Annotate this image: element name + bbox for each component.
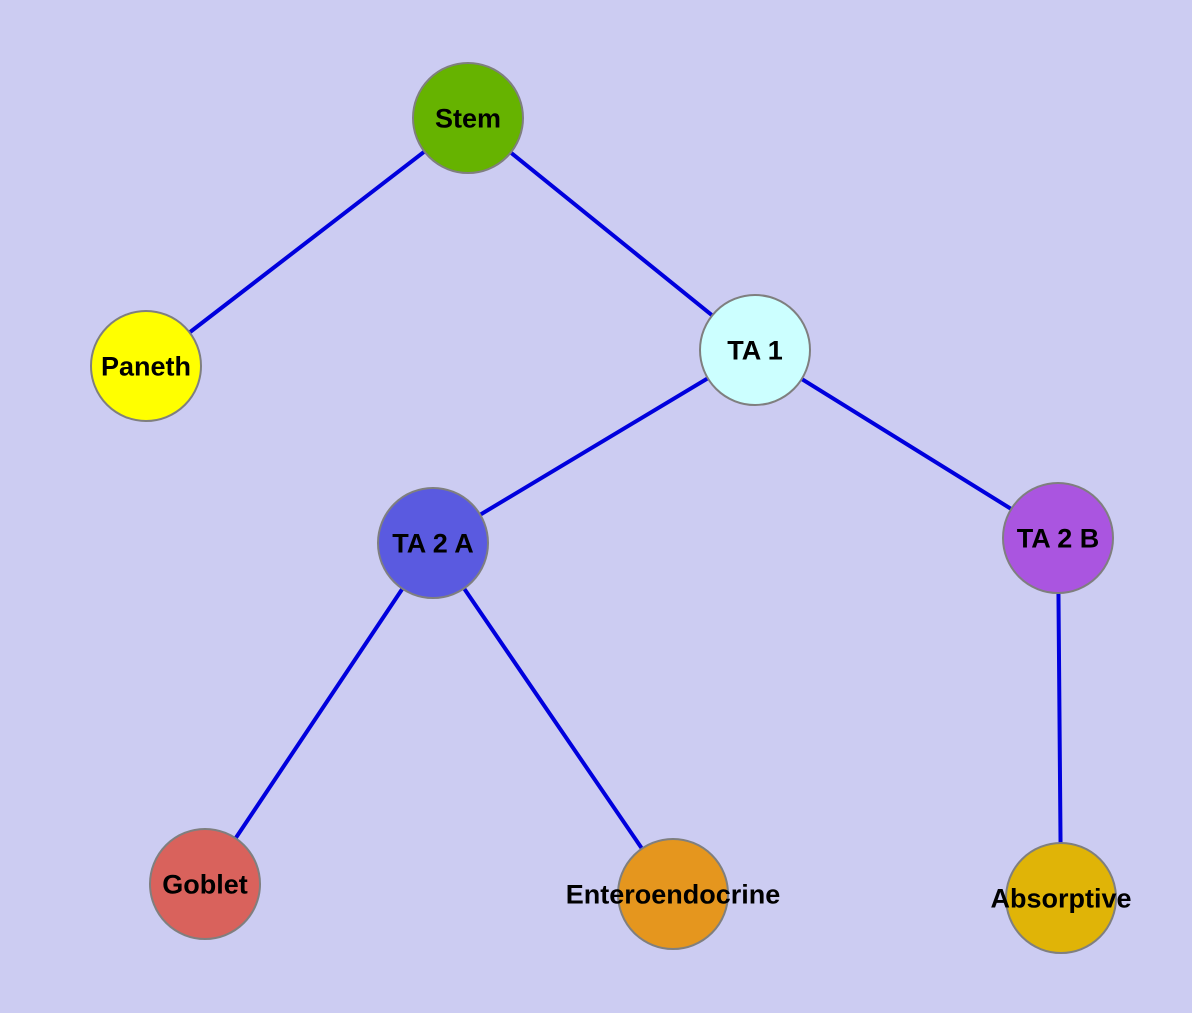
edge-ta1-ta2a xyxy=(431,348,757,545)
edge-ta1-ta2b xyxy=(753,348,1060,540)
node-goblet[interactable]: Goblet xyxy=(149,828,261,940)
node-circle-goblet[interactable] xyxy=(149,828,261,940)
edge-ta2a-enteroendocrine xyxy=(431,541,675,896)
node-ta1[interactable]: TA 1 xyxy=(699,294,811,406)
node-circle-stem[interactable] xyxy=(412,62,524,174)
node-stem[interactable]: Stem xyxy=(412,62,524,174)
edge-ta2a-goblet xyxy=(203,541,435,886)
node-circle-absorptive[interactable] xyxy=(1005,842,1117,954)
edge-stem-paneth xyxy=(144,116,470,368)
node-circle-paneth[interactable] xyxy=(90,310,202,422)
edge-ta2b-absorptive xyxy=(1056,536,1063,900)
edge-stem-ta1 xyxy=(466,116,757,352)
node-circle-enteroendocrine[interactable] xyxy=(617,838,729,950)
node-paneth[interactable]: Paneth xyxy=(90,310,202,422)
node-circle-ta2a[interactable] xyxy=(377,487,489,599)
node-ta2a[interactable]: TA 2 A xyxy=(377,487,489,599)
node-circle-ta2b[interactable] xyxy=(1002,482,1114,594)
node-circle-ta1[interactable] xyxy=(699,294,811,406)
edges-layer xyxy=(144,116,1063,900)
node-ta2b[interactable]: TA 2 B xyxy=(1002,482,1114,594)
